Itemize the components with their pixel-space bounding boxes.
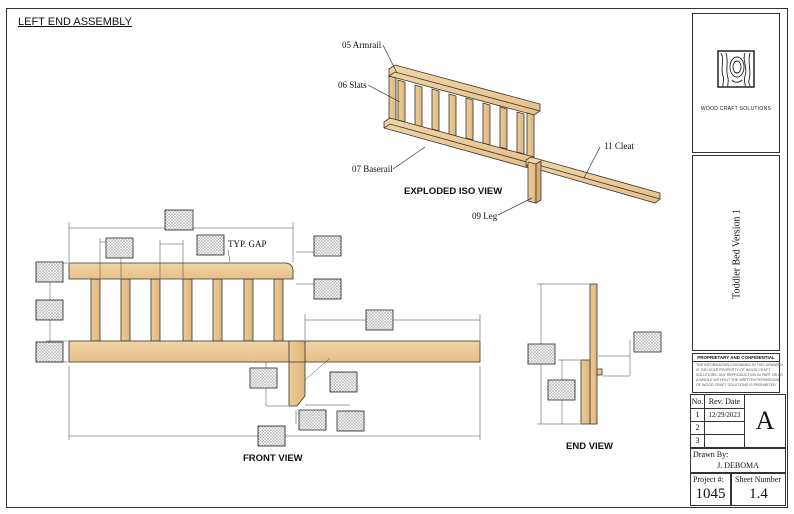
- front-dimension-boxes: [35, 209, 394, 447]
- rev-row-2-date: [705, 422, 745, 435]
- project-number-panel: Project #: 1045: [690, 473, 731, 506]
- iso-leg: [527, 161, 537, 204]
- wood-grain-logo-icon: [717, 50, 755, 88]
- drawn-by-name: J. DEBOMA: [717, 461, 759, 470]
- rev-row-3-date: [705, 435, 745, 448]
- drawing-sheet-border: [6, 8, 788, 508]
- current-revision-letter: A: [755, 406, 775, 435]
- drawn-by-label: Drawn By:: [693, 450, 729, 459]
- front-slats: [90, 278, 284, 342]
- confidential-text: THE INFORMATION CONTAINED IN THIS DRAWIN…: [696, 363, 783, 387]
- rev-header-date: Rev. Date: [705, 395, 745, 409]
- sheet-title: LEFT END ASSEMBLY: [18, 16, 132, 28]
- confidential-heading: PROPRIETARY AND CONFIDENTIAL: [693, 354, 779, 362]
- company-name: WOOD CRAFT SOLUTIONS: [700, 106, 772, 112]
- callout-armrail: 05 Armrail: [342, 40, 382, 50]
- view-title-exploded-iso: EXPLODED ISO VIEW: [404, 186, 503, 197]
- company-logo-panel: WOOD CRAFT SOLUTIONS: [692, 13, 780, 153]
- sheet-number-value: 1.4: [749, 486, 768, 502]
- view-title-end: END VIEW: [566, 441, 613, 452]
- callout-cleat: 11 Cleat: [604, 141, 634, 151]
- end-view: [580, 283, 603, 425]
- project-title-panel: Toddler Bed Version 1: [692, 155, 780, 351]
- front-baserail: [68, 340, 481, 363]
- view-title-front: FRONT VIEW: [243, 453, 303, 464]
- rev-row-1-no: 1: [691, 409, 705, 422]
- project-number-label: Project #:: [693, 475, 724, 484]
- project-number-value: 1045: [695, 486, 726, 502]
- front-view: [68, 262, 481, 407]
- front-leg: [288, 340, 306, 407]
- iso-armrail: [388, 64, 541, 116]
- revision-table: No. Rev. Date 1 12/29/2023 2 3 A: [690, 394, 786, 448]
- end-armrail-profile: [589, 283, 598, 425]
- title-block: WOOD CRAFT SOLUTIONS Toddler Bed Version…: [688, 10, 786, 506]
- rev-row-1-date: 12/29/2023: [705, 409, 745, 422]
- callout-typ-gap: TYP. GAP: [228, 239, 267, 249]
- callout-leg: 09 Leg: [472, 211, 498, 221]
- rev-row-3-no: 3: [691, 435, 705, 448]
- confidential-panel: PROPRIETARY AND CONFIDENTIAL THE INFORMA…: [692, 353, 783, 393]
- exploded-iso-view: [383, 64, 661, 204]
- rev-row-2-no: 2: [691, 422, 705, 435]
- sheet-number-panel: Sheet Number 1.4: [731, 473, 786, 506]
- end-dimension-boxes: [527, 331, 662, 401]
- callout-baserail: 07 Baserail: [352, 164, 393, 174]
- project-title: Toddler Bed Version 1: [731, 209, 743, 299]
- end-cleat-profile: [596, 368, 603, 376]
- drawn-by-panel: Drawn By: J. DEBOMA: [690, 448, 786, 473]
- end-leg-profile: [580, 359, 591, 425]
- sheet-number-label: Sheet Number: [735, 475, 781, 484]
- callout-slats: 06 Slats: [338, 80, 367, 90]
- rev-header-no: No.: [691, 395, 705, 409]
- front-armrail: [68, 262, 294, 280]
